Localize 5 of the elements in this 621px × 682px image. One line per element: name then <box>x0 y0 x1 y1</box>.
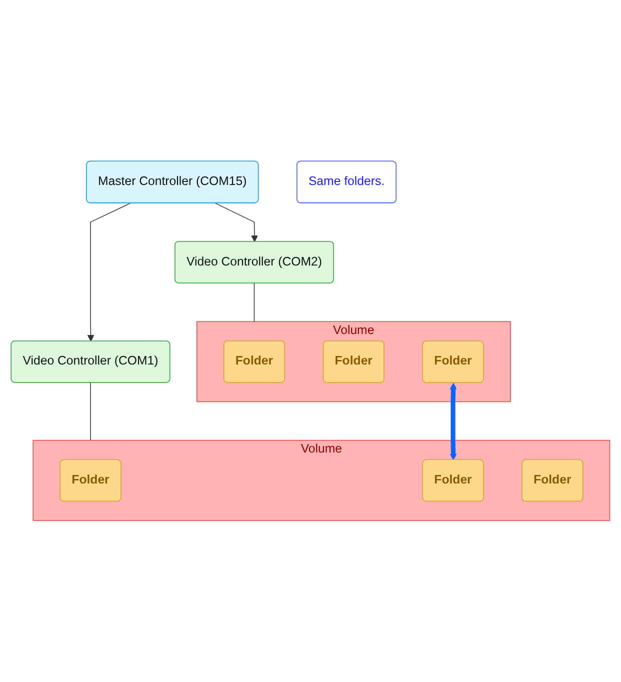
arrow <box>214 202 258 242</box>
connector <box>254 282 255 322</box>
arrow <box>87 202 131 342</box>
arrow <box>450 383 457 460</box>
connector <box>90 382 91 441</box>
